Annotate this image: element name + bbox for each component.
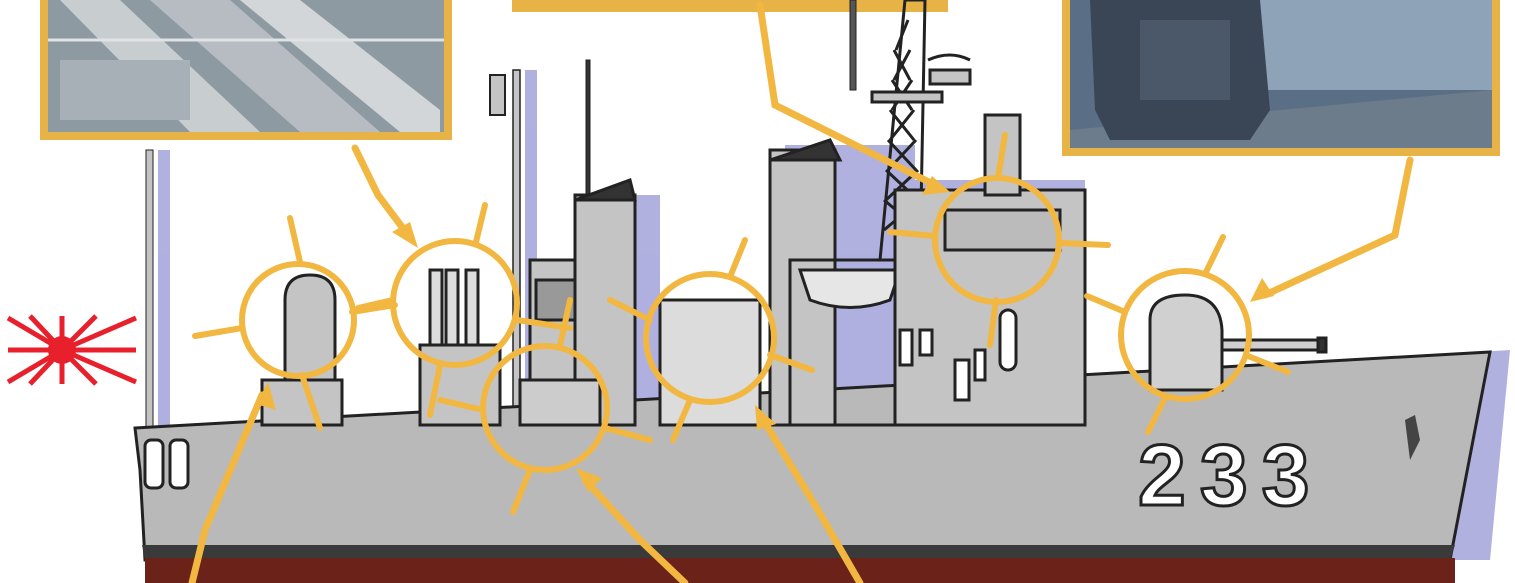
photo-inset-top-center <box>512 0 948 12</box>
hull-number: 233 <box>1138 428 1324 524</box>
superstructure <box>262 115 1326 425</box>
photo-inset-right <box>1062 0 1500 156</box>
photo-inset-left <box>40 0 452 140</box>
rising-sun-ensign-icon <box>8 316 136 384</box>
